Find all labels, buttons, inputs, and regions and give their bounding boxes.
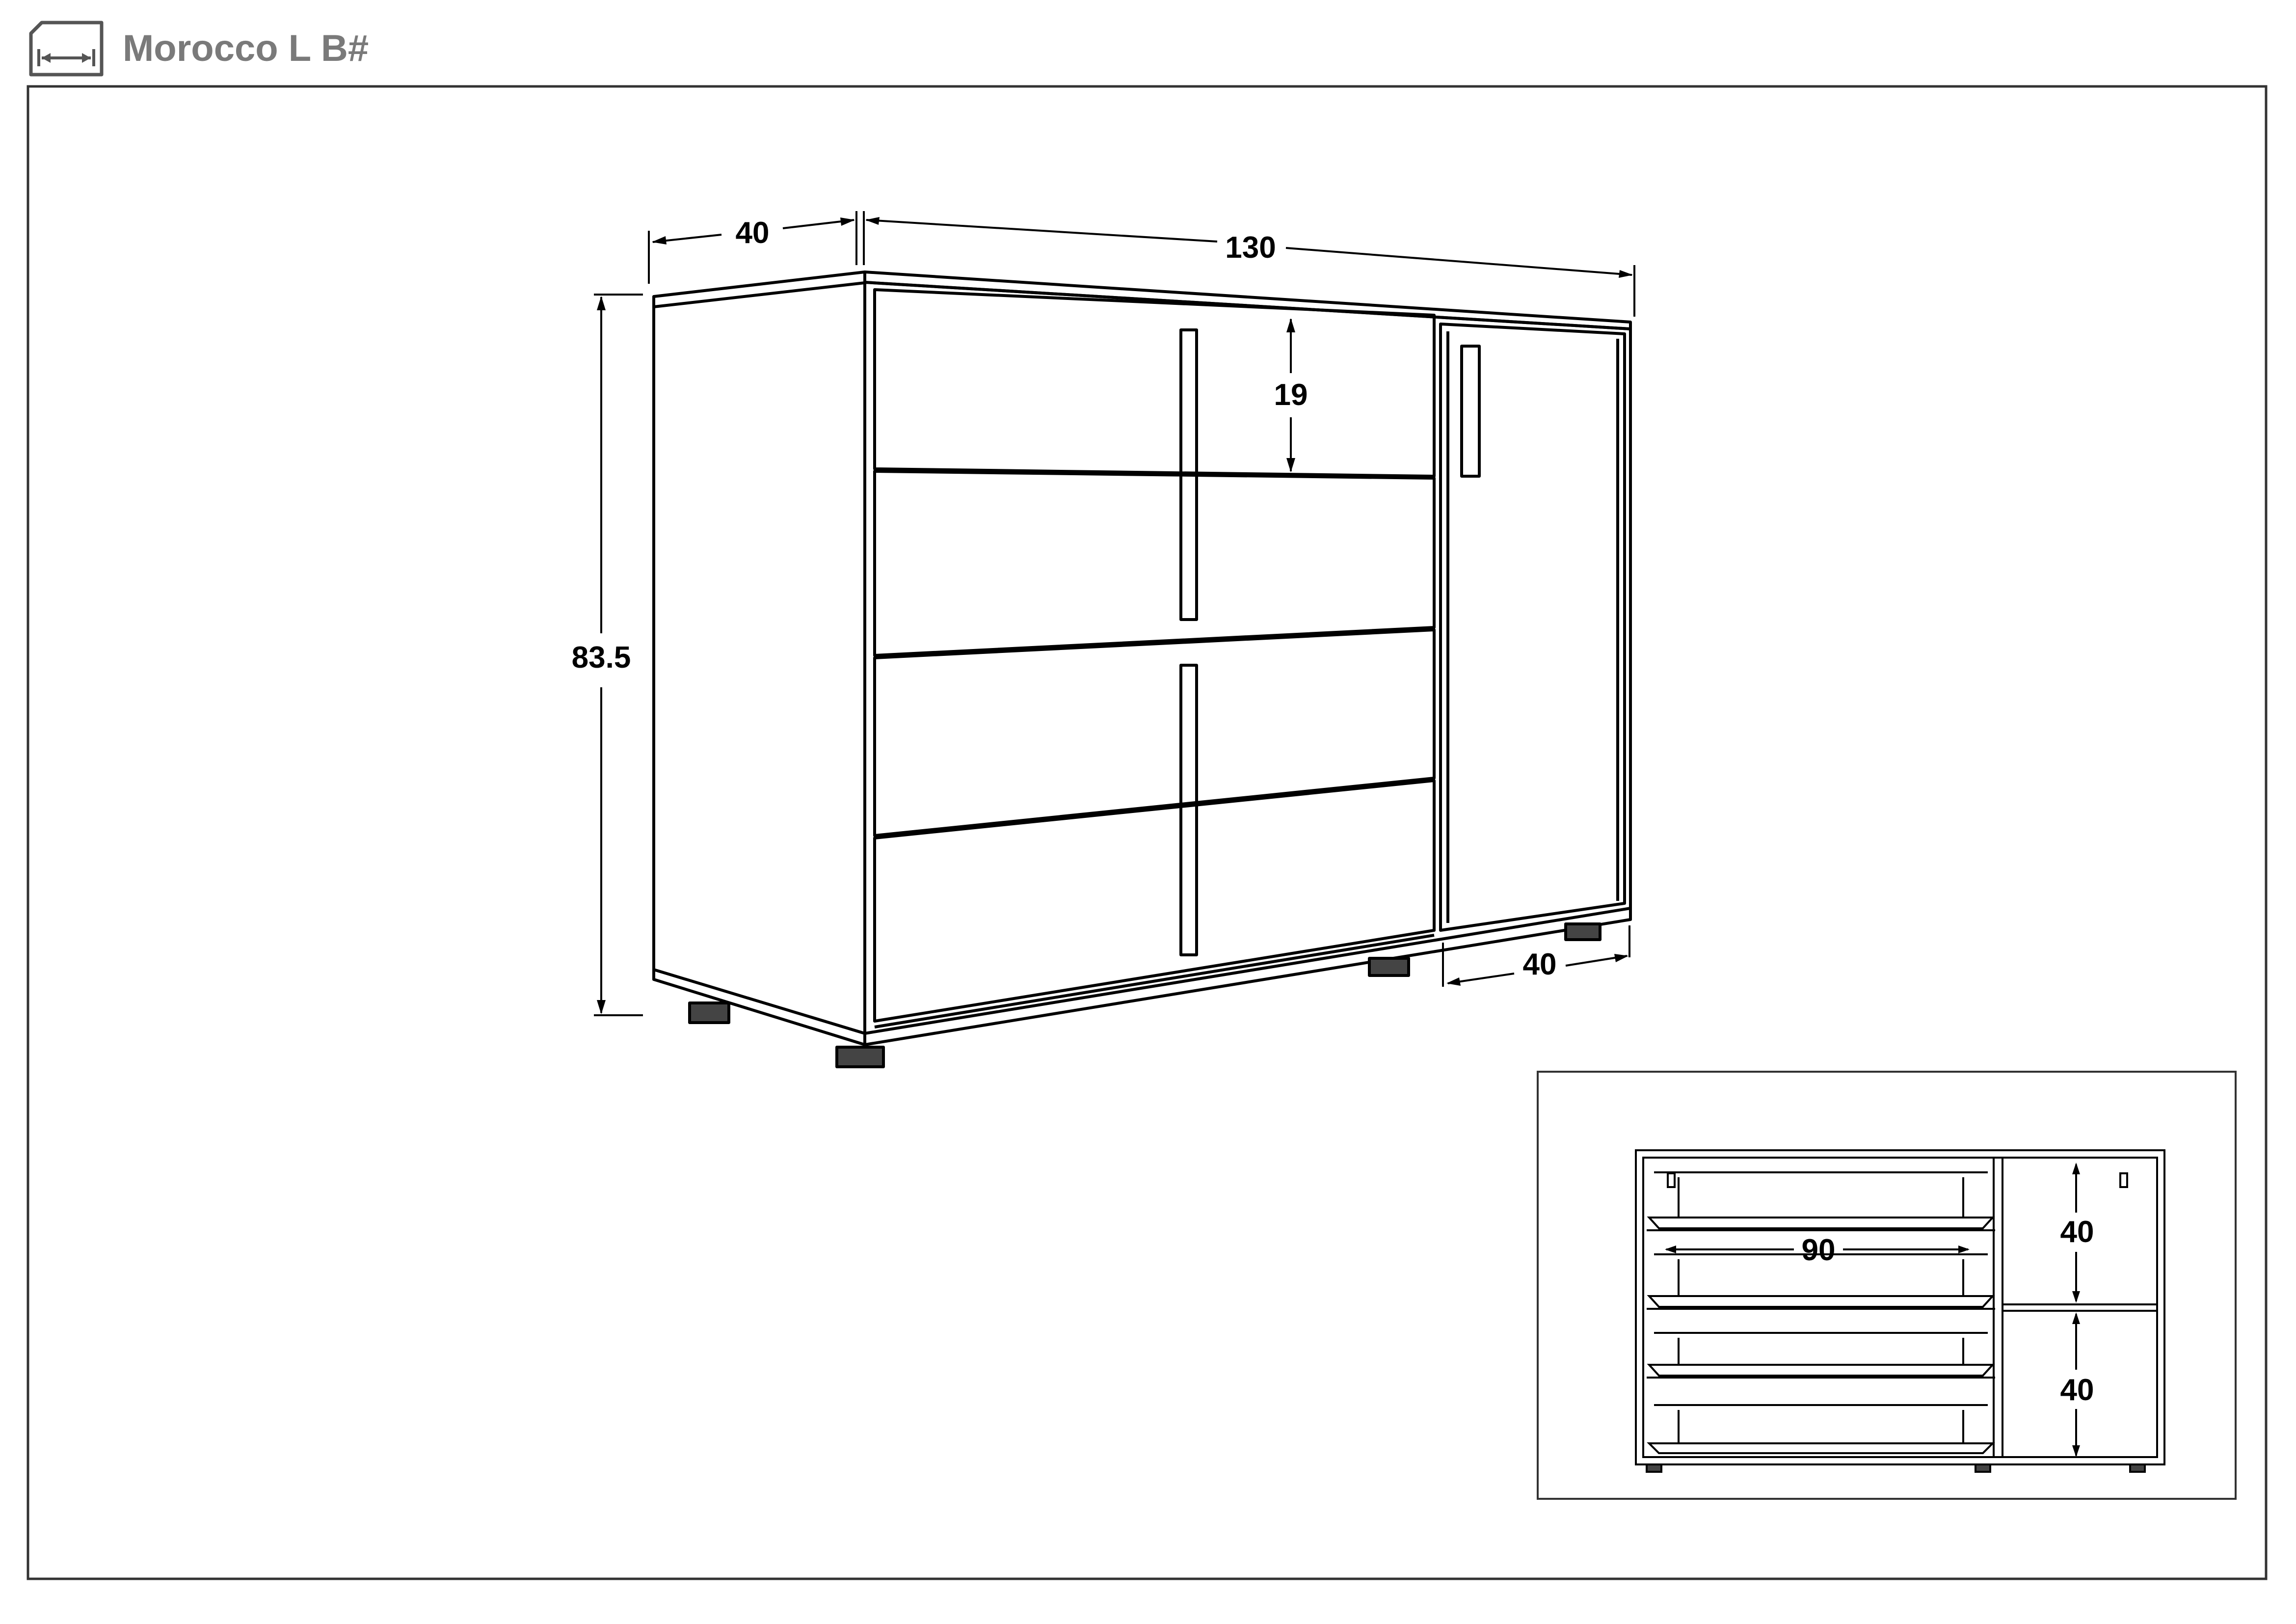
dimension-drawer-height: 19 [1274,378,1308,412]
foot [688,1001,730,1024]
drawer-1-front [873,288,1436,478]
inset-frame [1537,1071,2237,1500]
inset-drawer [1647,1332,1995,1379]
dimension-upper-compartment: 40 [2060,1215,2094,1249]
hinge [2119,1172,2128,1188]
drawer-handle [1179,664,1198,956]
dimension-depth: 40 [736,216,770,250]
dimension-drawer-width: 90 [1802,1233,1836,1267]
inset-arrowheads [1665,1163,2080,1457]
side-panel-bottom-edge [653,968,865,1035]
inset-foot [1975,1463,1991,1473]
outer-frame [27,85,2268,1580]
foot [1564,922,1602,941]
side-panel-top-edge [653,281,865,308]
page-title: Morocco L B# [123,27,369,69]
inset-drawer [1647,1253,1995,1310]
drawer-3-front [873,628,1436,837]
inset-view [1635,1149,2165,1473]
door-front [1439,323,1626,932]
dimension-door-depth: 40 [1523,947,1557,981]
inset-carcass [1635,1149,2165,1465]
main-arrowheads [597,217,1633,1014]
foot [1368,957,1410,977]
drawer-4-front [873,779,1436,1023]
main-view [652,271,1632,1068]
dimension-width: 130 [1225,231,1276,265]
front-frame [863,281,1632,1046]
dimension-height: 83.5 [572,641,631,675]
dimension-lower-compartment: 40 [2060,1373,2094,1407]
top-surface [863,271,1632,330]
hinge [1667,1172,1676,1188]
side-panel [652,271,866,1046]
door-handle [1460,345,1481,478]
main-dimension-lines [594,211,1635,1016]
inset-drawer [1647,1171,1995,1231]
drawer-handle [1179,328,1198,621]
inset-foot [2129,1463,2146,1473]
inset-foot [1646,1463,1662,1473]
inset-drawer [1647,1404,1995,1454]
dimension-arrows-icon [28,20,106,78]
foot [835,1046,885,1068]
drawer-2-front [873,470,1436,657]
plinth-edge [864,907,1631,1035]
